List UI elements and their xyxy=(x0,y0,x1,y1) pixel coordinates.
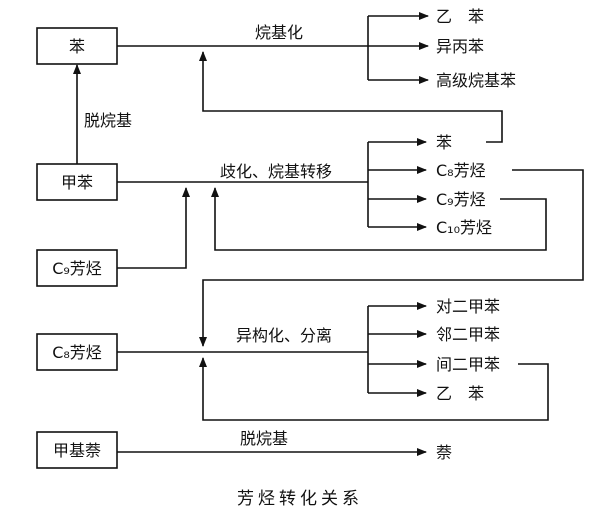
benzene-box: 苯 xyxy=(36,27,118,65)
methylnaphthalene-box-label: 甲基萘 xyxy=(53,441,101,460)
c9-feed-line xyxy=(117,187,190,269)
c9-recycle-line xyxy=(211,187,547,251)
diagram-caption: 芳烃转化关系 xyxy=(237,489,363,509)
c8-aromatics-box: C₈芳烃 xyxy=(36,333,118,371)
product-c8-aromatics: C₈芳烃 xyxy=(436,161,486,180)
c9-aromatics-box-label: C₉芳烃 xyxy=(52,259,102,278)
product-o-xylene: 邻二甲苯 xyxy=(436,325,500,344)
product-benzene: 苯 xyxy=(436,133,452,152)
isomerization-label: 异构化、分离 xyxy=(236,326,332,345)
product-c9-aromatics: C₉芳烃 xyxy=(436,190,486,209)
disproportionation-label: 歧化、烷基转移 xyxy=(220,162,332,181)
c9-aromatics-box: C₉芳烃 xyxy=(36,249,118,287)
toluene-box-label: 甲苯 xyxy=(61,173,93,192)
c8-aromatics-box-label: C₈芳烃 xyxy=(52,343,102,362)
product-cumene: 异丙苯 xyxy=(436,37,484,56)
product-ethylbenzene-2: 乙 苯 xyxy=(436,384,484,403)
methylnaphthalene-box: 甲基萘 xyxy=(36,431,118,469)
product-ethylbenzene-1: 乙 苯 xyxy=(436,7,484,26)
toluene-box: 甲苯 xyxy=(36,163,118,201)
dealkylation-label-toluene: 脱烷基 xyxy=(84,111,132,130)
product-m-xylene: 间二甲苯 xyxy=(436,355,500,374)
product-p-xylene: 对二甲苯 xyxy=(436,297,500,316)
benzene-recycle-line xyxy=(199,51,503,143)
product-c10-aromatics: C₁₀芳烃 xyxy=(436,218,492,237)
product-naphthalene: 萘 xyxy=(436,443,452,462)
dealkylation-label-naphthalene: 脱烷基 xyxy=(240,429,288,448)
alkylation-label: 烷基化 xyxy=(255,23,303,42)
benzene-box-label: 苯 xyxy=(69,37,85,56)
product-higher-alkylbenzene: 高级烷基苯 xyxy=(436,71,516,90)
c8-transfer-line xyxy=(199,169,584,347)
m-xylene-recycle-line xyxy=(199,357,549,421)
